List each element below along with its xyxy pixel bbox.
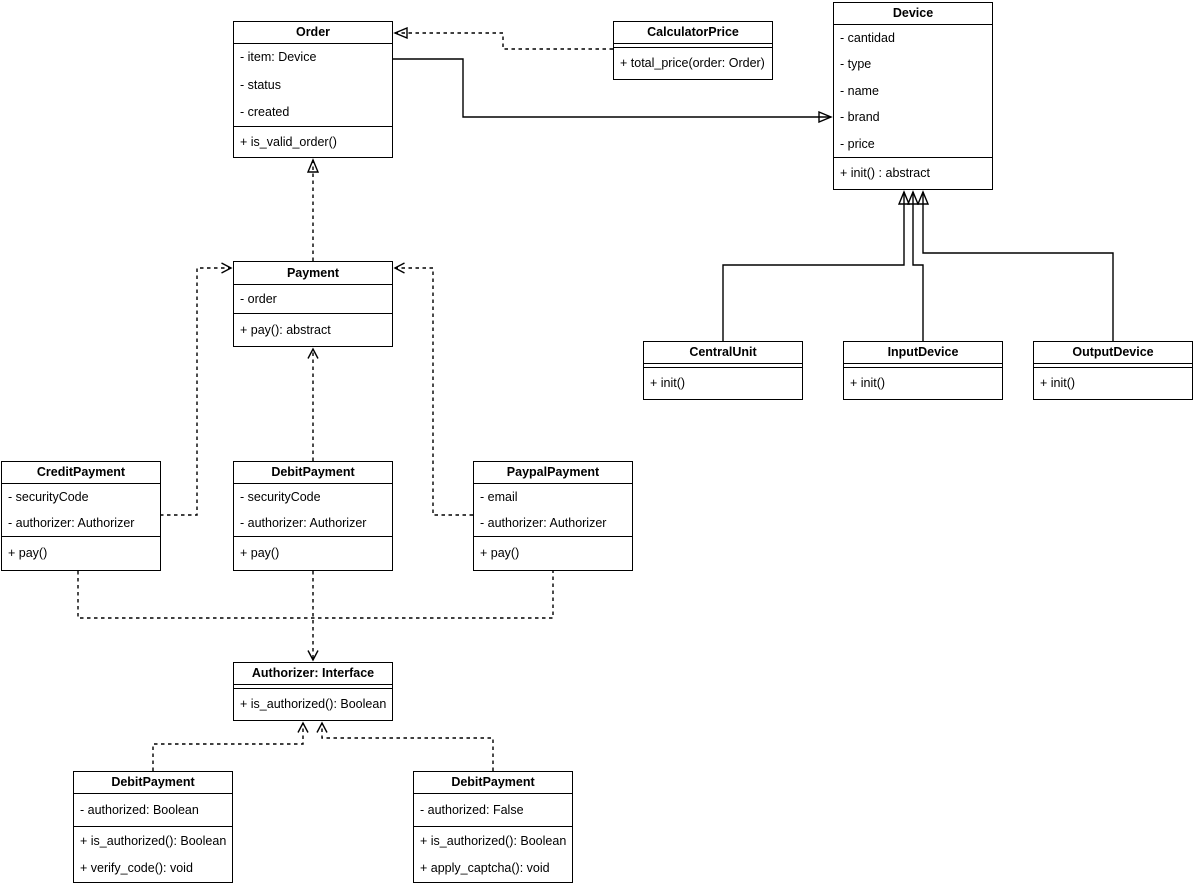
class-calculatorprice[interactable]: CalculatorPrice + total_price(order: Ord… <box>613 21 773 80</box>
edge-debitpayment-captcha-to-authorizer[interactable] <box>316 721 494 771</box>
class-debitpayment-captcha-title: DebitPayment <box>414 772 572 794</box>
empty-attributes-section <box>844 364 1002 368</box>
class-creditpayment-attribute: - authorizer: Authorizer <box>8 515 135 530</box>
class-payment-attribute: - order <box>240 291 277 306</box>
class-debitpayment-captcha[interactable]: DebitPayment - authorized: False + is_au… <box>413 771 573 883</box>
edge-paypalpayment-to-payment[interactable] <box>393 262 473 516</box>
empty-attributes-section <box>1034 364 1192 368</box>
edge-creditpayment-to-payment[interactable] <box>160 262 233 516</box>
class-authorizer-title: Authorizer: Interface <box>234 663 392 685</box>
class-debitpayment-verify-title: DebitPayment <box>74 772 232 794</box>
empty-attributes-section <box>234 685 392 689</box>
class-outputdevice-method: + init() <box>1040 376 1076 391</box>
class-order-attribute: - created <box>240 105 290 120</box>
class-debitpayment-title: DebitPayment <box>234 462 392 484</box>
class-debitpayment-attribute: - authorizer: Authorizer <box>240 515 367 530</box>
class-debitpayment-verify-attribute: - authorized: Boolean <box>80 802 199 817</box>
class-device-attribute: - brand <box>840 110 880 125</box>
class-creditpayment[interactable]: CreditPayment - securityCode - authorize… <box>1 461 161 571</box>
class-paypalpayment-attribute: - authorizer: Authorizer <box>480 515 607 530</box>
class-debitpayment-verify-method: + is_authorized(): Boolean <box>80 833 227 848</box>
class-authorizer-method: + is_authorized(): Boolean <box>240 697 387 712</box>
class-debitpayment-captcha-attribute: - authorized: False <box>420 802 524 817</box>
edge-order-to-device[interactable] <box>393 58 831 117</box>
class-centralunit[interactable]: CentralUnit + init() <box>643 341 803 400</box>
edge-debitpayment-verify-to-authorizer[interactable] <box>152 721 309 771</box>
class-order[interactable]: Order - item: Device - status - created … <box>233 21 393 158</box>
class-calculatorprice-method: + total_price(order: Order) <box>620 56 765 71</box>
class-order-attribute: - item: Device <box>240 50 317 65</box>
class-centralunit-method: + init() <box>650 376 686 391</box>
class-debitpayment-captcha-method: + apply_captcha(): void <box>420 861 550 875</box>
class-paypalpayment-attribute: - email <box>480 489 518 504</box>
class-inputdevice-method: + init() <box>850 376 886 391</box>
class-debitpayment-verify[interactable]: DebitPayment - authorized: Boolean + is_… <box>73 771 233 883</box>
class-order-method: + is_valid_order() <box>240 134 337 149</box>
class-paypalpayment-title: PaypalPayment <box>474 462 632 484</box>
edge-inputdevice-to-device[interactable] <box>913 192 924 341</box>
class-inputdevice-title: InputDevice <box>844 342 1002 364</box>
class-device-attribute: - type <box>840 57 872 72</box>
class-outputdevice[interactable]: OutputDevice + init() <box>1033 341 1193 400</box>
class-debitpayment-method: + pay() <box>240 546 280 561</box>
edge-centralunit-to-device[interactable] <box>722 192 904 341</box>
class-creditpayment-attribute: - securityCode <box>8 489 89 504</box>
class-payment-method: + pay(): abstract <box>240 322 331 337</box>
class-payment[interactable]: Payment - order + pay(): abstract <box>233 261 393 347</box>
class-paypalpayment-method: + pay() <box>480 546 520 561</box>
class-device-attribute: - cantidad <box>840 30 895 45</box>
class-authorizer-interface[interactable]: Authorizer: Interface + is_authorized():… <box>233 662 393 721</box>
class-payment-title: Payment <box>234 262 392 285</box>
edge-calculatorprice-to-order[interactable] <box>395 33 613 50</box>
edge-payments-authorizer-bus[interactable] <box>77 571 554 619</box>
class-device-title: Device <box>834 3 992 25</box>
class-paypalpayment[interactable]: PaypalPayment - email - authorizer: Auth… <box>473 461 633 571</box>
class-order-title: Order <box>234 22 392 44</box>
class-device-attribute: - price <box>840 136 875 151</box>
class-creditpayment-title: CreditPayment <box>2 462 160 484</box>
edge-outputdevice-to-device[interactable] <box>923 192 1114 341</box>
class-inputdevice[interactable]: InputDevice + init() <box>843 341 1003 400</box>
class-device[interactable]: Device - cantidad - type - name - brand … <box>833 2 993 190</box>
class-outputdevice-title: OutputDevice <box>1034 342 1192 364</box>
class-debitpayment-verify-method: + verify_code(): void <box>80 861 193 875</box>
class-calculatorprice-title: CalculatorPrice <box>614 22 772 44</box>
class-centralunit-title: CentralUnit <box>644 342 802 364</box>
class-debitpayment[interactable]: DebitPayment - securityCode - authorizer… <box>233 461 393 571</box>
class-creditpayment-method: + pay() <box>8 546 48 561</box>
class-debitpayment-captcha-method: + is_authorized(): Boolean <box>420 833 567 848</box>
class-device-attribute: - name <box>840 83 879 98</box>
class-order-attribute: - status <box>240 77 281 92</box>
empty-attributes-section <box>644 364 802 368</box>
empty-attributes-section <box>614 44 772 48</box>
class-debitpayment-attribute: - securityCode <box>240 489 321 504</box>
class-device-method: + init() : abstract <box>840 166 930 181</box>
